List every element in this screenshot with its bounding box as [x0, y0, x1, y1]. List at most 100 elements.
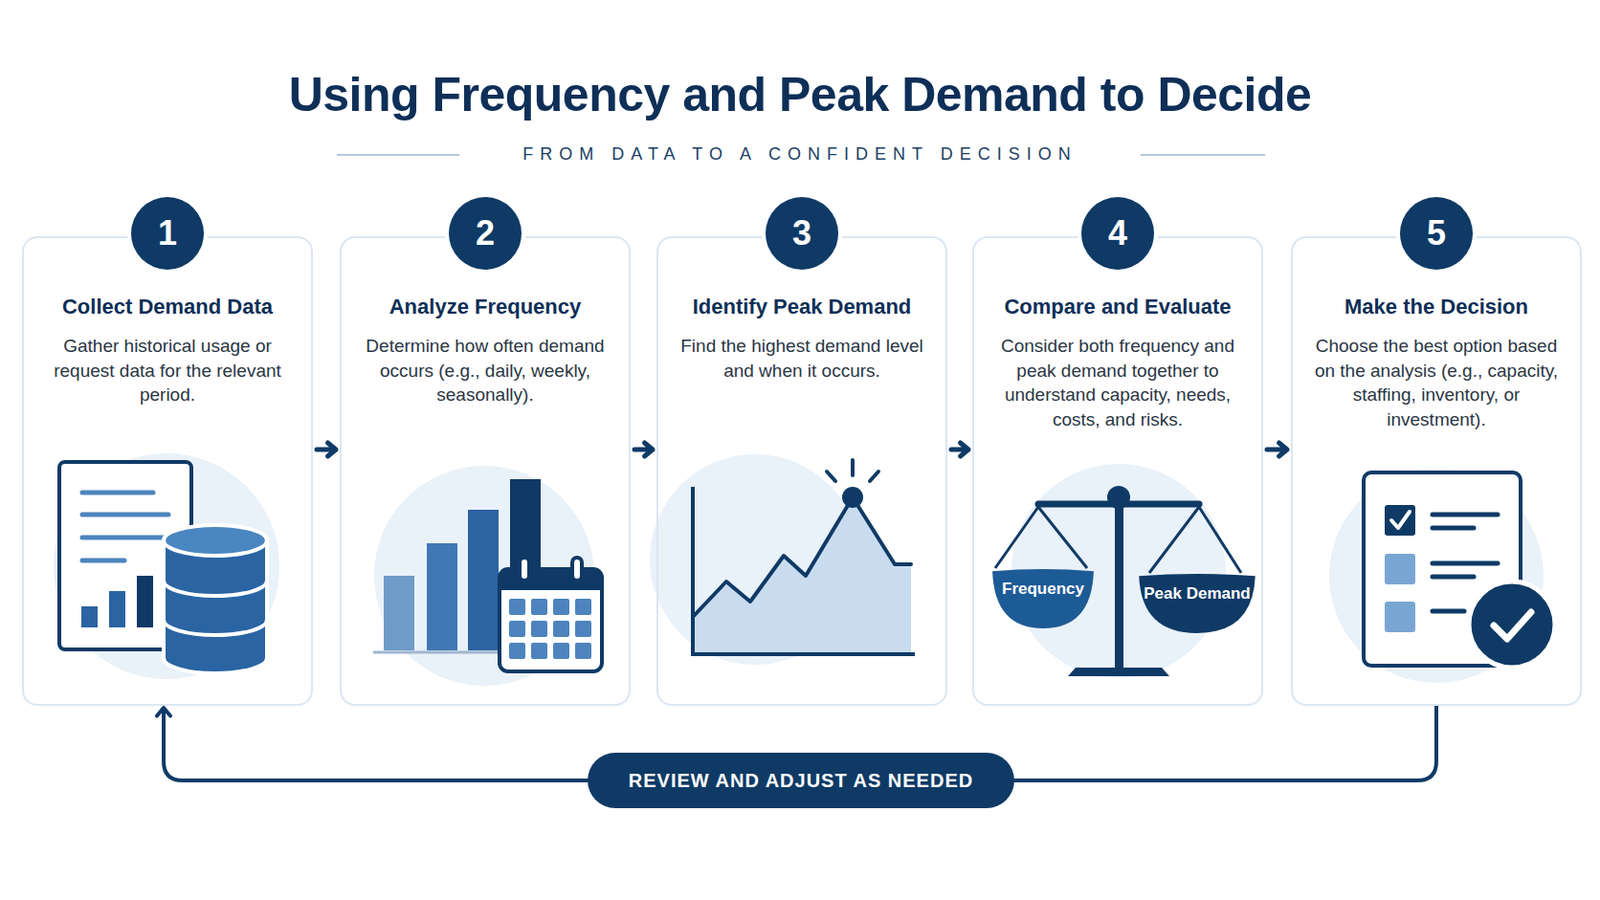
peak-line-chart-icon-part-part	[869, 471, 879, 482]
checklist-icon-part	[1384, 554, 1416, 585]
bar-calendar-icon-part-part	[553, 599, 570, 616]
step-number: 1	[131, 197, 204, 270]
document-database-icon-part	[163, 580, 267, 597]
peak-line-chart-icon-part	[692, 497, 912, 654]
step-number-label: 4	[1108, 213, 1128, 254]
peak-line-chart-icon-part-part	[826, 471, 836, 482]
bar-calendar-icon-part	[467, 510, 499, 651]
checklist-icon	[1363, 472, 1556, 668]
checklist-icon-part-part	[1432, 526, 1474, 532]
document-database-icon	[59, 462, 267, 674]
peak-line-chart-icon-part	[842, 487, 864, 509]
bar-calendar-icon-part-part	[575, 599, 592, 616]
step-card: Compare and EvaluateConsider both freque…	[972, 236, 1264, 707]
bar-calendar-icon-part-part	[509, 599, 526, 616]
step-number-label: 5	[1426, 213, 1446, 254]
step-number: 5	[1400, 197, 1473, 270]
peak-line-chart-icon-part-part	[850, 460, 855, 476]
feedback-band-label: REVIEW AND ADJUST AS NEEDED	[628, 770, 974, 793]
step-heading: Collect Demand Data	[37, 293, 298, 321]
balance-scale-icon-part	[1107, 486, 1131, 510]
document-database-icon-part	[81, 606, 98, 628]
bar-calendar-icon-part-part	[509, 621, 526, 638]
bar-calendar-icon-part	[426, 543, 458, 651]
balance-scale-icon-part-part	[1149, 507, 1200, 574]
bar-calendar-icon-part-part	[531, 621, 548, 638]
flow-arrow	[1266, 443, 1288, 457]
flow-arrow	[316, 443, 336, 457]
bar-calendar-icon-part-part	[553, 621, 570, 638]
checklist-icon-part	[1384, 505, 1416, 536]
document-database-icon-part	[163, 620, 267, 636]
step-number-label: 3	[792, 213, 812, 254]
bar-calendar-icon-part	[509, 599, 592, 660]
document-database-icon-part	[82, 492, 169, 561]
step-description: Find the highest demand level and when i…	[671, 333, 933, 383]
step-description: Gather historical usage or request data …	[37, 333, 298, 408]
document-database-icon-part	[163, 540, 267, 674]
bar-calendar-icon-part	[373, 651, 508, 655]
bar-calendar-icon-part	[499, 569, 602, 672]
step-description: Consider both frequency and peak demand …	[987, 333, 1248, 432]
checklist-icon-part	[1384, 601, 1416, 633]
step-number-label: 2	[475, 213, 495, 254]
document-database-icon-part-part	[82, 558, 125, 564]
step-card: Analyze FrequencyDetermine how often dem…	[339, 236, 631, 707]
flow-arrow	[156, 708, 588, 781]
document-database-icon-part	[163, 525, 267, 556]
subtitle-text: FROM DATA TO A CONFIDENT DECISION	[0, 144, 1600, 165]
peak-line-chart-icon-part	[826, 460, 879, 482]
checklist-icon-part-part	[1432, 561, 1498, 567]
step-heading: Make the Decision	[1306, 293, 1567, 321]
step-card: Collect Demand DataGather historical usa…	[22, 236, 313, 707]
checklist-icon-part	[1468, 581, 1556, 668]
bar-calendar-icon-part-part	[519, 557, 530, 581]
pan-bowl	[992, 569, 1094, 629]
scale-pan-label: Peak Demand	[1143, 584, 1251, 604]
balance-scale-icon-part-part	[995, 507, 1039, 569]
icon-backdrops-part	[53, 453, 280, 680]
document-database-icon-part-part	[82, 490, 154, 496]
pan-shape	[1137, 573, 1257, 635]
flow-arrow	[951, 443, 969, 457]
subtitle-rules-part	[1140, 154, 1266, 156]
scale-pan: Frequency	[991, 568, 1095, 630]
scale-pan-label: Frequency	[1001, 579, 1085, 600]
balance-scale-icon-part	[1114, 497, 1124, 670]
checklist-icon-part-part	[1432, 512, 1498, 518]
scale-pan: Peak Demand	[1137, 573, 1257, 635]
pan-bowl	[1138, 574, 1256, 634]
icon-backdrops	[53, 453, 1544, 687]
pan-shape	[991, 568, 1095, 630]
checklist-icon-part	[1391, 511, 1410, 529]
checklist-icon-part-part	[1432, 609, 1465, 615]
bar-calendar-icon-part-part	[531, 599, 548, 616]
step-card: Make the DecisionChoose the best option …	[1290, 236, 1582, 707]
step-heading: Compare and Evaluate	[987, 293, 1248, 321]
step-card: Identify Peak DemandFind the highest dem…	[656, 236, 948, 707]
bar-calendar-icon-part-part	[575, 621, 592, 638]
flow-arrow	[634, 443, 653, 457]
title-text: Using Frequency and Peak Demand to Decid…	[0, 66, 1600, 123]
bar-calendar-icon-part-part	[553, 643, 570, 660]
feedback-band: REVIEW AND ADJUST AS NEEDED	[587, 753, 1015, 809]
bar-calendar-icon-part	[383, 576, 415, 651]
step-number: 2	[448, 197, 522, 270]
peak-line-chart-icon-part	[690, 487, 695, 656]
step-heading: Analyze Frequency	[355, 293, 616, 321]
step-number-label: 1	[157, 213, 178, 254]
step-description: Choose the best option based on the anal…	[1306, 333, 1567, 432]
document-database-icon-part	[109, 591, 126, 628]
bar-calendar-icon-part	[501, 571, 600, 591]
step-heading: Identify Peak Demand	[671, 293, 933, 321]
document-database-icon-part	[136, 576, 154, 628]
step-number: 4	[1081, 197, 1155, 270]
step-description: Determine how often demand occurs (e.g.,…	[355, 333, 616, 408]
flow-arrow	[1014, 706, 1437, 781]
bar-calendar-icon-part-part	[509, 643, 526, 660]
document-database-icon-part-part	[82, 512, 169, 518]
checklist-icon-part	[1493, 612, 1532, 640]
checklist-icon-part-part	[1432, 575, 1474, 580]
bar-calendar-icon-part-part	[531, 643, 548, 660]
